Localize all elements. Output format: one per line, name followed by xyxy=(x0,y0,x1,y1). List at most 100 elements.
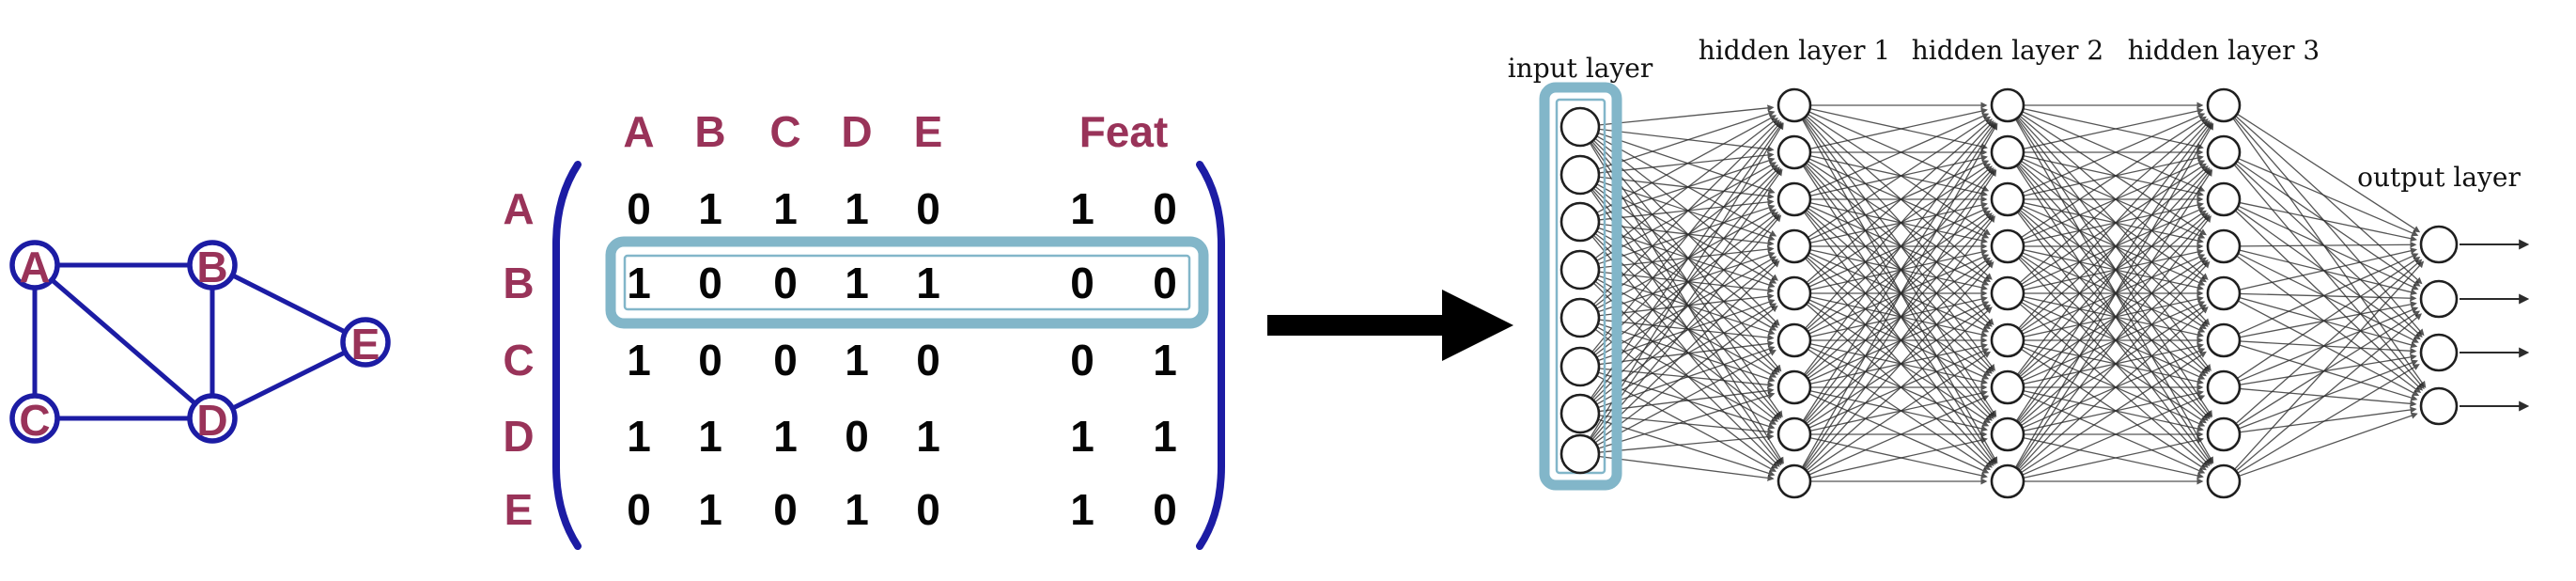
nn-edge xyxy=(2021,208,2207,330)
matrix-cell: 0 xyxy=(627,184,651,233)
nn-node-layer0 xyxy=(1560,433,1601,475)
nn-node-layer3 xyxy=(2206,416,2242,452)
nn-edge xyxy=(2234,165,2425,390)
nn-edge xyxy=(2020,257,2209,421)
nn-edge xyxy=(2237,256,2422,393)
nn-edge xyxy=(1804,215,1995,469)
nn-edge xyxy=(1808,161,1992,283)
nn-edge xyxy=(2020,304,2209,468)
nn-node-layer3 xyxy=(2206,228,2242,264)
nn-edge xyxy=(1808,255,1992,377)
nn-edge xyxy=(1598,392,1776,449)
nn-edge xyxy=(2024,154,2204,196)
nn-edge xyxy=(2024,155,2204,197)
nn-edge xyxy=(1810,155,1988,197)
nn-edge xyxy=(1595,165,1778,306)
nn-edge xyxy=(1805,119,1994,329)
nn-edge xyxy=(1809,158,1990,239)
nn-edge xyxy=(2021,349,2207,471)
nn-edge xyxy=(1809,348,1990,429)
nn-edge xyxy=(1807,210,1993,374)
nn-edge xyxy=(2237,310,2421,426)
nn-edge xyxy=(1810,249,1988,291)
nn-layer-label: hidden layer 3 xyxy=(2128,35,2320,66)
nn-node-layer1 xyxy=(1777,369,1812,405)
graph-node-label: A xyxy=(19,243,50,291)
nn-edge xyxy=(1599,223,1775,247)
highlighted-row-box-inner xyxy=(623,254,1191,311)
nn-edge xyxy=(1803,122,1997,421)
nn-node-layer2 xyxy=(1990,181,2025,217)
nn-edge xyxy=(1804,121,1995,375)
nn-edge xyxy=(2237,208,2421,340)
nn-edge xyxy=(2239,253,2419,335)
nn-edge xyxy=(1810,389,1988,432)
nn-node-layer2 xyxy=(1990,134,2025,170)
nn-edge xyxy=(1592,214,1782,440)
nn-edge xyxy=(1593,260,1780,441)
matrix-feat-cell: 1 xyxy=(1070,412,1094,461)
nn-node-layer4 xyxy=(2419,333,2459,372)
nn-edge xyxy=(1595,259,1778,402)
graph-node-label: C xyxy=(19,396,50,445)
nn-edge xyxy=(1808,116,1992,238)
nn-edge xyxy=(2023,158,2206,239)
nn-edge xyxy=(2023,113,2206,194)
nn-edge xyxy=(2024,342,2204,385)
nn-edge xyxy=(2240,301,2417,338)
matrix-row-label: E xyxy=(504,485,534,534)
nn-edge xyxy=(1809,111,1990,192)
nn-edge xyxy=(1597,209,1777,309)
nn-node-layer4 xyxy=(2419,279,2459,319)
nn-edge xyxy=(2239,359,2418,430)
nn-edge xyxy=(2024,201,2204,243)
nn-edge xyxy=(2023,299,2206,380)
matrix-row-label: B xyxy=(503,259,534,307)
nn-edge xyxy=(1599,245,1775,269)
nn-edge xyxy=(2023,254,2206,335)
nn-edge xyxy=(2024,390,2204,432)
nn-edge xyxy=(1599,319,1775,341)
nn-layer-label: hidden layer 2 xyxy=(1912,35,2103,66)
nn-edge xyxy=(2023,348,2206,429)
nn-edge xyxy=(1810,295,1988,338)
nn-edge xyxy=(1598,322,1776,383)
nn-edge xyxy=(2020,210,2209,374)
graph-node-label: B xyxy=(196,243,227,291)
nn-edge xyxy=(2024,343,2204,385)
nn-edge xyxy=(2232,118,2427,388)
nn-edge xyxy=(1810,108,1988,150)
nn-edge xyxy=(2024,108,2204,150)
nn-edge xyxy=(2016,169,2213,468)
nn-edge xyxy=(2240,344,2418,401)
nn-edge xyxy=(1591,167,1782,400)
nn-edge xyxy=(1807,257,1993,421)
nn-edge xyxy=(2021,116,2207,238)
graph-edge-D-E xyxy=(210,339,367,421)
nn-edge xyxy=(1593,119,1780,305)
nn-edge xyxy=(2239,158,2419,237)
transform-arrow xyxy=(1267,290,1513,361)
nn-edge xyxy=(1808,302,1992,424)
nn-edge xyxy=(1809,346,1990,427)
nn-edge xyxy=(2240,247,2418,290)
nn-edge xyxy=(2237,257,2421,379)
nn-edge xyxy=(2238,253,2419,343)
nn-edge xyxy=(2024,202,2204,244)
matrix-cell: 1 xyxy=(916,259,940,307)
matrix-row-label: C xyxy=(503,336,534,385)
nn-edge xyxy=(2021,351,2207,473)
nn-edge xyxy=(2239,205,2419,290)
matrix-cell: 1 xyxy=(773,184,798,233)
nn-node-layer3 xyxy=(2206,87,2242,123)
matrix-cell: 0 xyxy=(773,336,798,385)
nn-edge xyxy=(2018,260,2211,470)
matrix-feat-cell: 1 xyxy=(1070,184,1094,233)
input-layer-box-outer xyxy=(1539,82,1622,491)
nn-node-layer0 xyxy=(1560,346,1601,387)
nn-edge xyxy=(1803,169,1997,468)
matrix-cell: 0 xyxy=(698,336,722,385)
nn-edge xyxy=(2023,301,2206,382)
